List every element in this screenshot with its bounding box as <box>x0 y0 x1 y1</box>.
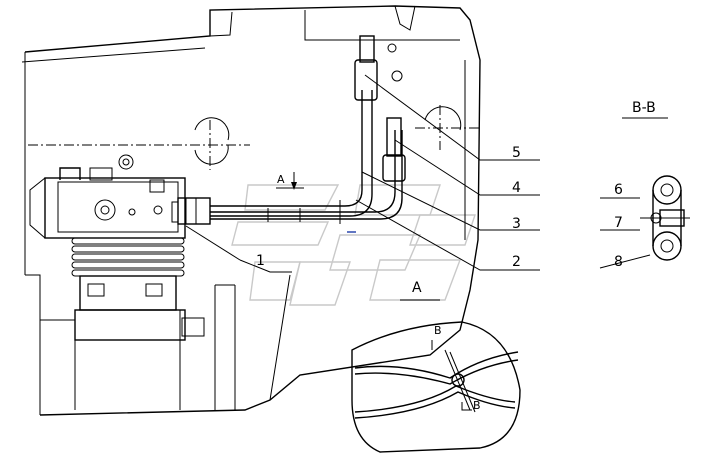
callout-6: 6 <box>614 182 623 198</box>
pipe-assembly <box>210 35 406 224</box>
callout-3: 3 <box>512 216 521 232</box>
callout-2: 2 <box>512 254 521 270</box>
callout-8: 8 <box>614 254 623 270</box>
view-arrow-bottom: A <box>400 280 440 301</box>
engine-housing <box>21 5 481 416</box>
view-label-a-bottom: A <box>412 280 422 296</box>
watermark-logo <box>231 184 476 306</box>
air-compressor <box>29 154 205 341</box>
callout-7: 7 <box>614 215 623 231</box>
callout-1: 1 <box>256 253 265 269</box>
outlet-fitting <box>171 197 211 225</box>
callout-4: 4 <box>512 180 521 196</box>
section-b-b: B-B <box>622 100 690 261</box>
section-title: B-B <box>632 100 656 116</box>
view-label-a-top: A <box>277 173 285 186</box>
leader-lines <box>185 74 651 401</box>
callouts: 1 2 3 4 5 6 7 8 <box>256 145 623 270</box>
centre-lines <box>28 105 480 170</box>
detail-view: B B <box>351 321 521 453</box>
detail-label-b-bottom: B <box>473 399 481 412</box>
detail-label-b-top: B <box>434 324 442 337</box>
housing-holes <box>194 43 462 165</box>
callout-5: 5 <box>512 145 521 161</box>
view-arrow-top: A <box>276 172 304 190</box>
